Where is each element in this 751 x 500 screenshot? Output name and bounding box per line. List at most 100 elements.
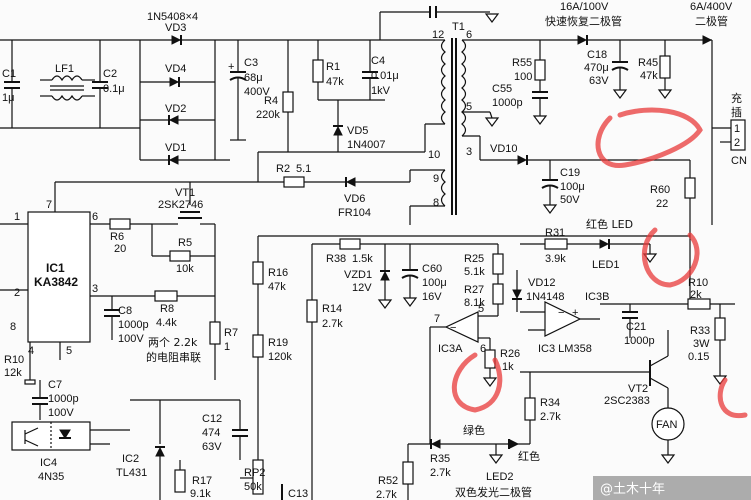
ic1-label: IC1 [46, 261, 65, 275]
c7-voltage: 100V [48, 407, 74, 419]
c4-voltage: 1kV [371, 85, 391, 97]
ic1-pin-3: 3 [92, 283, 98, 295]
c8-voltage: 100V [118, 333, 144, 345]
ic1-pin-1: 1 [14, 211, 20, 223]
r4-value: 220k [256, 109, 280, 121]
vd1-label: VD1 [165, 142, 186, 154]
r1-value: 47k [326, 76, 344, 88]
r25-resistor [492, 253, 504, 275]
r5-resistor [169, 250, 191, 262]
ic3a-pin-6: 6 [480, 343, 486, 355]
c55-value: 1000p [492, 97, 523, 109]
r35-label: R35 [430, 453, 450, 465]
r52-label: R52 [378, 475, 398, 487]
r27-resistor [492, 283, 504, 305]
r2-resistor [283, 176, 305, 188]
ic4-optocoupler [11, 421, 130, 451]
ic4-value: 4N35 [38, 471, 64, 483]
c3-voltage: 400V [244, 86, 270, 98]
r14-label: R14 [322, 303, 342, 315]
c4-label: C4 [371, 55, 385, 67]
r34-label: R34 [540, 397, 560, 409]
r25-label: R25 [464, 253, 484, 265]
lf1-label: LF1 [55, 63, 74, 75]
r27-value: 8.1k [464, 297, 485, 309]
r10a-resistor [24, 379, 36, 385]
c7-value: 1000p [48, 393, 79, 405]
c13-label: C13 [288, 488, 308, 500]
ic2-label: IC2 [122, 453, 139, 465]
r19-value: 120k [268, 351, 292, 363]
led2-red: 红色 [518, 449, 540, 463]
r45-value: 47k [640, 70, 658, 82]
r10b-label: R10 [688, 277, 708, 289]
r55-label: R55 [512, 57, 532, 69]
r17-resistor [174, 469, 186, 493]
cn-pin-1: 1 [734, 123, 740, 135]
led2-description: 双色发光二极管 [455, 485, 532, 499]
bridge-label: 1N5408×4 [147, 11, 198, 23]
vt2-label: VT2 [628, 383, 648, 395]
r14-resistor [306, 299, 318, 323]
r31-resistor [544, 238, 568, 250]
transformer-t1 [379, 6, 540, 225]
c1-label: C1 [2, 68, 16, 80]
ic3b-minus: − [558, 307, 564, 319]
diode-right-label: 二极管 [695, 14, 728, 28]
fast-diode-rating: 16A/100V [560, 1, 609, 13]
ic1-pin-4: 4 [28, 345, 34, 357]
rp2-label: RP2 [244, 467, 265, 479]
t1-pin-12: 12 [432, 29, 444, 41]
c3-label: C3 [244, 57, 258, 69]
r6-resistor [109, 218, 131, 230]
vzd1-value: 12V [352, 282, 372, 294]
r8-value: 4.4k [156, 317, 177, 329]
r35-value: 2.7k [430, 467, 451, 479]
t1-pin-9: 9 [433, 173, 439, 185]
r16-value: 47k [268, 281, 286, 293]
ic3a-opamp [430, 311, 498, 343]
c60-value: 100μ [422, 277, 447, 289]
c8-value: 1000p [118, 319, 149, 331]
r25-value: 5.1k [464, 266, 485, 278]
c2-label: C2 [103, 68, 117, 80]
c60-label: C60 [422, 263, 442, 275]
r5-value: 10k [176, 263, 194, 275]
lf1-choke [40, 75, 95, 101]
r4-resistor [282, 91, 294, 113]
watermark: @土木十年 [593, 476, 751, 500]
vt1-label: VT1 [175, 187, 195, 199]
diode-right-rating: 6A/400V [690, 1, 733, 13]
ic3a-minus: − [450, 322, 456, 334]
ic1-pin-2: 2 [14, 287, 20, 299]
r55-resistor [534, 59, 546, 81]
rp2-value: 50k [244, 481, 262, 493]
c12-label: C12 [202, 413, 222, 425]
c18-voltage: 63V [589, 75, 609, 87]
r26-label: R26 [500, 348, 520, 360]
c21-label: C21 [626, 321, 646, 333]
r17-label: R17 [192, 475, 212, 487]
r33-resistor [714, 317, 726, 341]
ic1-pin-7: 7 [46, 199, 52, 211]
r6-value: 20 [114, 243, 126, 255]
ic3b-opamp [520, 301, 690, 337]
note-line-2: 的电阻串联 [146, 350, 201, 364]
note-line-1: 两个 2.2k [148, 336, 198, 349]
red-annotation-marks [451, 107, 748, 419]
r38-value: 1.5k [352, 253, 373, 265]
c7-label: C7 [48, 379, 62, 391]
r1-resistor [312, 59, 324, 83]
vd6-label: VD6 [344, 193, 365, 205]
r14-value: 2.7k [322, 318, 343, 330]
vt2-transistor [520, 330, 669, 408]
vt1-mosfet [152, 181, 258, 300]
ic1-pin-8: 8 [10, 321, 16, 333]
watermark-text: @土木十年 [600, 482, 665, 497]
c1-value: 1μ [2, 92, 14, 104]
t1-label: T1 [452, 21, 465, 33]
vd10-label: VD10 [490, 143, 518, 155]
r19-resistor [252, 334, 264, 358]
